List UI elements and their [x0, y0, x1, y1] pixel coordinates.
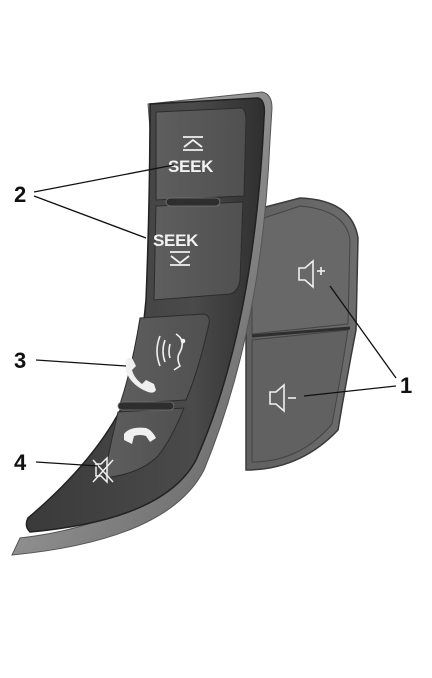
callout-2: 2 — [14, 182, 26, 207]
callout-1: 1 — [400, 373, 412, 398]
seek-divider — [165, 197, 221, 207]
seek-up-button[interactable] — [155, 107, 247, 201]
callout-3: 3 — [14, 348, 26, 373]
phone-divider — [117, 401, 175, 411]
phone-hangup-icon — [124, 427, 156, 444]
phone-answer-icon — [125, 358, 156, 393]
phone-hangup-button[interactable] — [103, 407, 185, 479]
seek-up-icon — [183, 136, 203, 151]
mute-icon — [92, 456, 114, 484]
volume-down-button[interactable] — [251, 329, 349, 463]
voice-recognition-icon — [156, 333, 186, 371]
volume-up-button[interactable] — [251, 205, 351, 335]
volume-rocker — [245, 197, 359, 471]
volume-down-icon — [269, 383, 296, 413]
seek-up-label: SEEK — [168, 157, 214, 176]
callout-leaders — [33, 164, 397, 467]
volume-up-icon — [298, 259, 325, 289]
callout-4: 4 — [14, 450, 27, 475]
seek-down-button[interactable] — [153, 201, 244, 301]
seek-down-icon — [170, 251, 190, 266]
seek-down-label: SEEK — [153, 231, 199, 250]
